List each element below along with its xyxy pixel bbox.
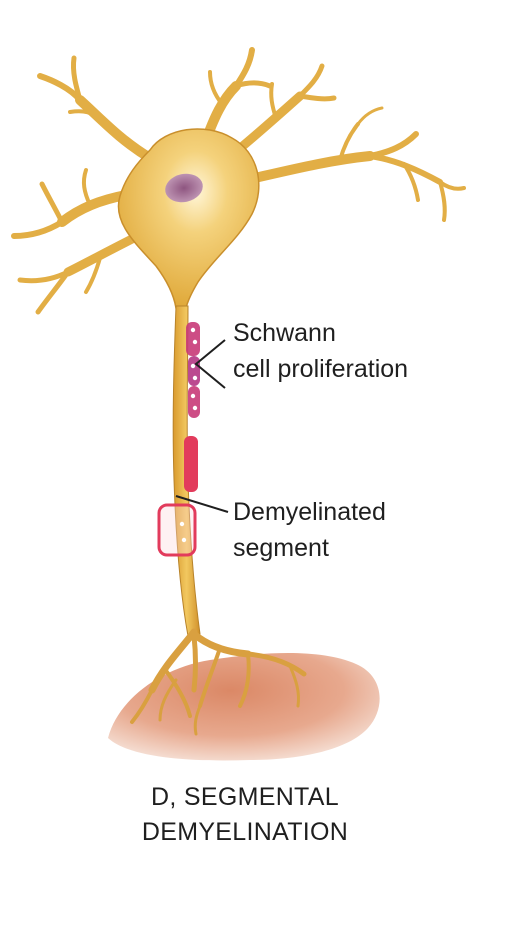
schwann-nucleus bbox=[190, 327, 196, 333]
schwann-label-line2: cell proliferation bbox=[233, 355, 409, 383]
axon-terminals bbox=[130, 628, 307, 736]
myelin-segments bbox=[157, 322, 200, 557]
schwann-nucleus bbox=[181, 537, 187, 543]
demyelinated-label-line1: Demyelinated bbox=[233, 498, 386, 526]
demyelinated-sheath bbox=[157, 503, 197, 557]
leader-lines bbox=[175, 339, 229, 513]
cell-body bbox=[117, 128, 260, 309]
target-tissue bbox=[108, 653, 380, 761]
myelin-sheath bbox=[184, 436, 198, 492]
schwann-cell bbox=[186, 322, 200, 356]
schwann-nucleus bbox=[190, 393, 196, 399]
schwann-nucleus bbox=[179, 521, 185, 527]
schwann-nucleus bbox=[192, 375, 198, 381]
schwann-label-line1: Schwann bbox=[233, 319, 336, 347]
nucleus bbox=[165, 173, 203, 203]
schwann-cell bbox=[188, 356, 200, 386]
figure-caption-line1: D, SEGMENTAL bbox=[151, 783, 339, 811]
schwann-nucleus bbox=[192, 339, 198, 345]
schwann-nucleus bbox=[192, 405, 198, 411]
figure-caption-line2: DEMYELINATION bbox=[141, 818, 349, 846]
demyelinated-label-line2: segment bbox=[233, 534, 329, 562]
demyelinated-pointer bbox=[175, 495, 229, 513]
schwann-bracket bbox=[194, 339, 226, 389]
schwann-nucleus bbox=[190, 363, 196, 369]
schwann-cell bbox=[188, 386, 200, 418]
